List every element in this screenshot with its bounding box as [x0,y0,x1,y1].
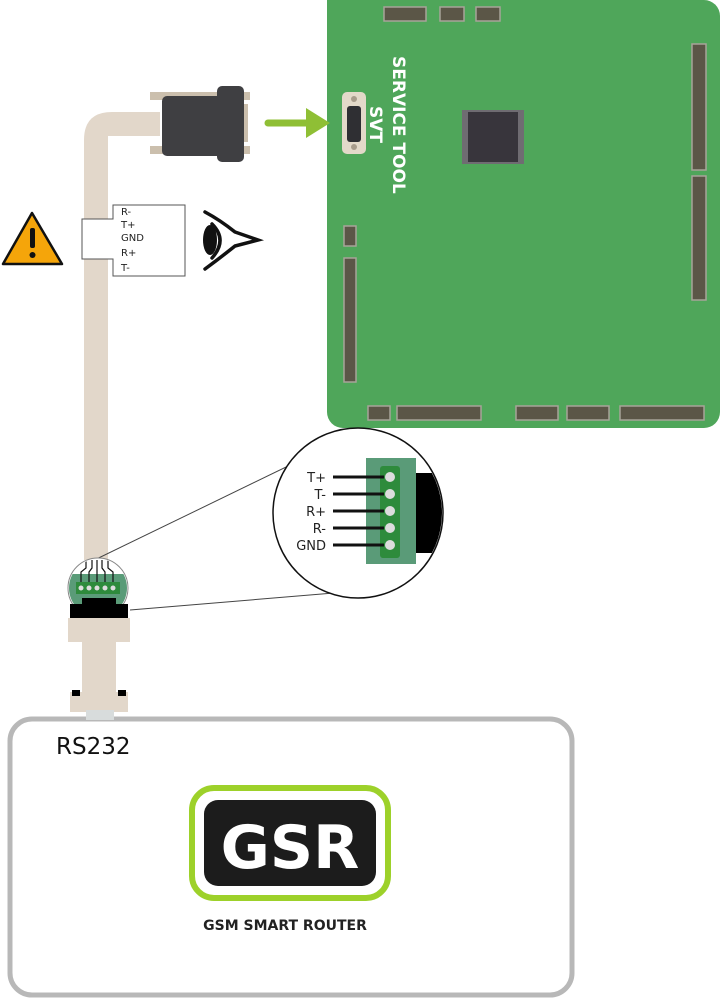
tag-pin-2: GND [121,233,144,244]
db9-plug [150,86,250,162]
zoom-pin-3: R- [313,522,327,537]
warning-icon [1,211,64,266]
tag-pin-4: T- [120,263,130,274]
arrow-right-icon [264,108,330,138]
tag-pin-0: R- [121,207,132,218]
right-connectors [691,43,707,301]
top-connectors [383,6,501,22]
cable-label-tag: R- T+ GND R+ T- [81,204,186,277]
zoom-pin-1: T- [314,488,327,503]
db9-router-connector [68,598,130,720]
svt-port[interactable] [342,92,366,154]
control-board: SERVICE TOOL SVT [327,0,720,428]
eye-icon [203,210,265,271]
tag-pin-1: T+ [120,220,136,231]
terminal-zoom: T+ T- R+ R- GND [272,427,444,599]
router-subtitle: GSM SMART ROUTER [203,918,367,934]
left-connectors [343,225,357,383]
zoom-pin-0: T+ [306,471,326,486]
tag-pin-3: R+ [121,248,136,259]
cpu-chip [462,110,524,164]
logo-text: GSR [221,813,360,883]
bottom-connectors [367,405,705,421]
service-tool-label: SERVICE TOOL [388,56,408,194]
cable [84,112,160,560]
svt-label: SVT [365,106,385,143]
zoom-pin-4: GND [296,539,326,554]
rs232-label: RS232 [56,734,130,760]
zoom-pin-2: R+ [306,505,326,520]
gsr-logo: GSR [189,785,391,901]
